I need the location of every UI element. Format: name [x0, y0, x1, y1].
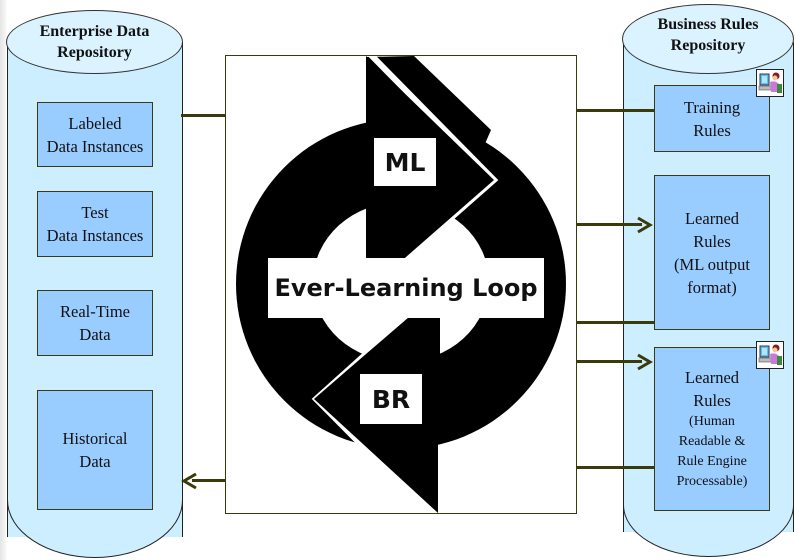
box-line: Data	[79, 325, 111, 344]
box-line: Data Instances	[46, 136, 144, 156]
left-repository-title: Enterprise Data Repository	[6, 21, 183, 63]
arrow-right-icon	[637, 353, 653, 371]
ml-label: ML	[374, 138, 436, 186]
box-line: (ML output	[674, 254, 750, 274]
box-line: format)	[687, 277, 737, 297]
connector-learned-ml-to-loop	[577, 321, 654, 324]
left-edge-strip	[0, 0, 6, 560]
user-computer-icon	[756, 69, 784, 97]
box-line: Data	[79, 452, 111, 471]
box-line: Labeled	[68, 113, 122, 133]
left-title-line1: Enterprise Data	[39, 23, 150, 40]
ever-learning-loop-label: Ever-Learning Loop	[268, 258, 544, 318]
box-line: Learned	[684, 368, 740, 387]
connector-loop-to-training	[577, 109, 654, 112]
connector-learned-human-to-loop	[577, 466, 654, 469]
box-line: (Human	[689, 414, 735, 429]
box-line: Rules	[693, 231, 731, 251]
box-line: Rules	[693, 391, 731, 410]
box-line: Data Instances	[46, 226, 144, 245]
left-title-line2: Repository	[57, 44, 132, 61]
box-line: Learned	[684, 208, 740, 228]
box-line: Historical	[62, 429, 128, 448]
ever-learning-loop-frame: ML Ever-Learning Loop BR	[225, 55, 577, 514]
connector-loop-to-learned-human	[577, 360, 642, 363]
arrow-left-icon	[181, 472, 197, 490]
user-computer-icon	[756, 341, 784, 369]
right-cylinder-top	[622, 4, 794, 74]
right-cylinder-bottom	[623, 505, 794, 557]
connector-loop-to-learned-ml	[577, 223, 642, 226]
connector-loop-to-historical	[192, 479, 226, 482]
box-line: Processable)	[676, 474, 748, 489]
right-repository-title: Business Rules Repository	[622, 14, 794, 56]
box-line: Rules	[693, 120, 731, 140]
right-title-line1: Business Rules	[657, 16, 759, 33]
box-line: Readable &	[678, 434, 746, 449]
box-line: Real-Time	[60, 302, 130, 321]
br-label: BR	[360, 374, 422, 424]
box-line: Test	[81, 203, 109, 222]
right-title-line2: Repository	[670, 37, 746, 54]
connector-labeled-to-loop	[181, 114, 226, 117]
arrow-right-icon	[637, 216, 653, 234]
box-line: Rule Engine	[677, 454, 747, 469]
box-line: Training	[683, 97, 741, 117]
left-cylinder-top	[6, 10, 183, 74]
